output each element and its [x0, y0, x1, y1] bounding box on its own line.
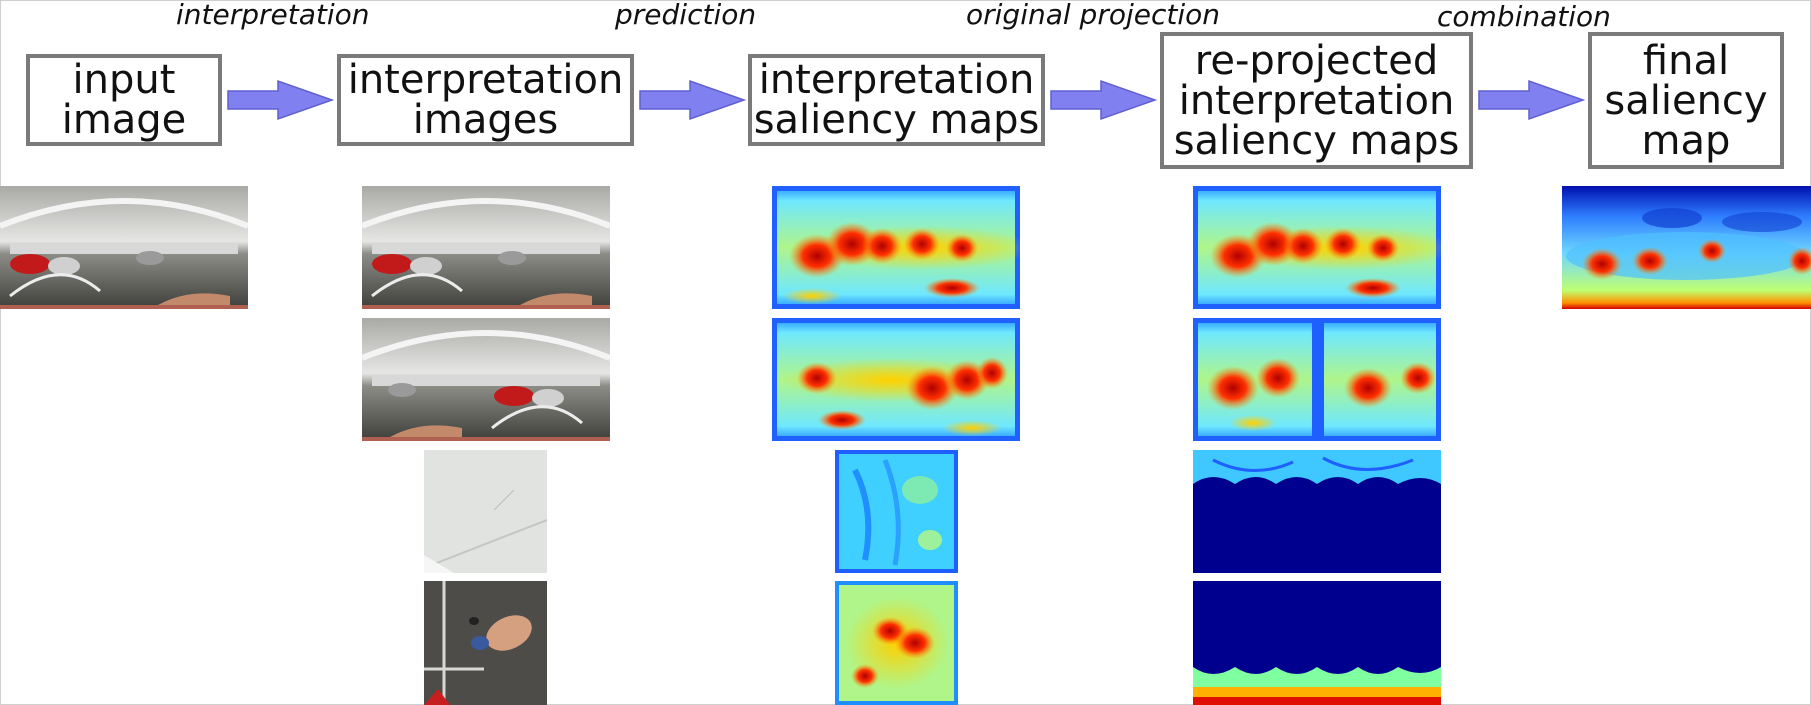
step-label-interpretation: interpretation [176, 0, 370, 31]
interpretation-image-bottom-face [424, 581, 547, 705]
input-image-box-label: input image [61, 57, 187, 143]
arrow-right-icon [639, 79, 747, 121]
final-saliency-map-box: final saliency map [1588, 32, 1784, 169]
input-image-box: input image [26, 54, 222, 146]
step-label-prediction: prediction [615, 0, 757, 31]
reprojected-saliency-maps-box-label: re-projected interpretation saliency map… [1173, 37, 1460, 164]
arrow-right-icon [227, 79, 335, 121]
interpretation-saliency-map-2 [772, 318, 1020, 441]
input-panorama-image [0, 186, 248, 309]
interpretation-image-1 [362, 186, 610, 309]
reprojected-saliency-map-top [1193, 450, 1441, 573]
interpretation-saliency-map-1 [772, 186, 1020, 309]
arrow-right-icon [1050, 79, 1158, 121]
step-label-original-projection: original projection [966, 0, 1221, 31]
arrow-right-icon [1478, 79, 1586, 121]
interpretation-saliency-map-top [835, 450, 958, 573]
step-label-combination: combination [1437, 0, 1611, 33]
reprojected-saliency-map-1 [1193, 186, 1441, 309]
final-saliency-map-image [1562, 186, 1811, 309]
reprojected-saliency-map-2 [1193, 318, 1441, 441]
interpretation-saliency-map-bottom [835, 581, 958, 705]
interpretation-saliency-maps-box: interpretation saliency maps [748, 54, 1045, 146]
reprojected-saliency-map-bottom [1193, 581, 1441, 705]
final-saliency-map-box-label: final saliency map [1604, 37, 1768, 164]
interpretation-image-top-face [424, 450, 547, 573]
interpretation-images-box: interpretation images [337, 54, 634, 146]
interpretation-images-box-label: interpretation images [347, 57, 624, 143]
interpretation-saliency-maps-box-label: interpretation saliency maps [753, 57, 1040, 143]
interpretation-image-2 [362, 318, 610, 441]
reprojected-saliency-maps-box: re-projected interpretation saliency map… [1160, 32, 1473, 169]
